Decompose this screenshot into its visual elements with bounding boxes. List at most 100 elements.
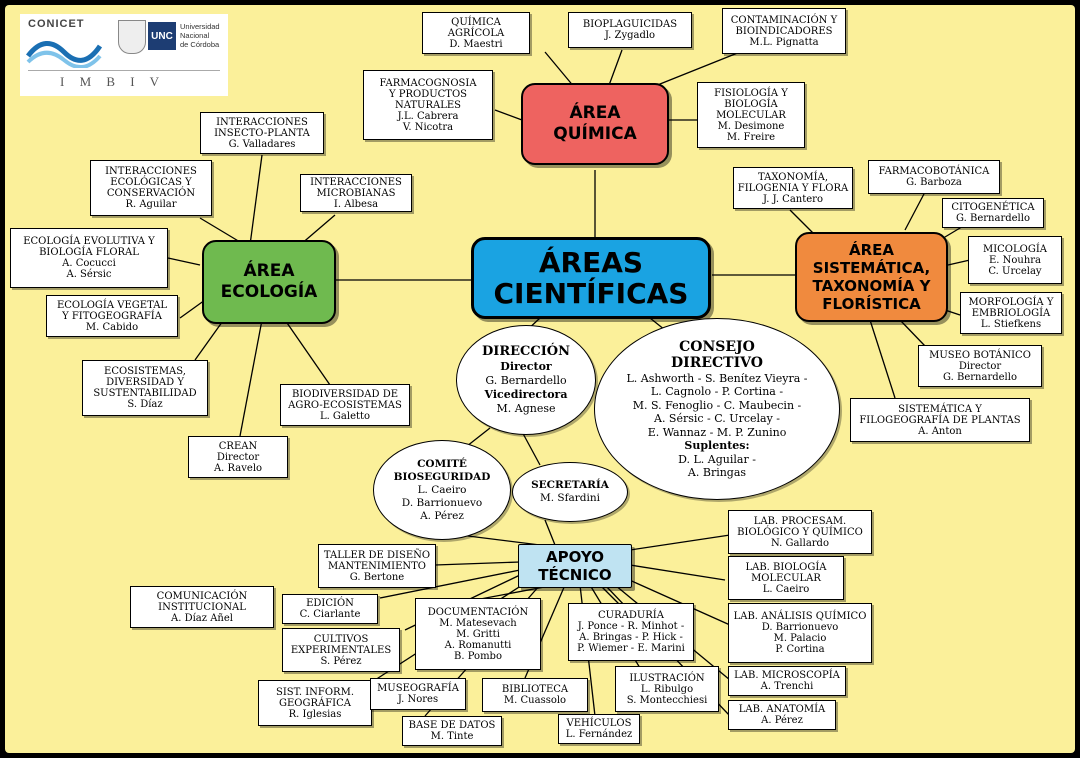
area-ecologia-node: ÁREA ECOLOGÍA: [202, 240, 336, 324]
person-name: G. Barboza: [906, 177, 962, 188]
unc-shield-icon: [118, 20, 146, 54]
institution-logo: CONICET UNC Universidad Nacional de Córd…: [20, 14, 228, 96]
member-line: A. Bringas: [687, 466, 747, 479]
group-title: CURADURÍA: [598, 610, 664, 621]
group-title: DIVERSIDAD Y: [106, 377, 184, 388]
group-title: COMUNICACIÓN: [156, 590, 248, 602]
group-title: MOLECULAR: [716, 109, 786, 121]
group-title: TAXONOMÍA,: [757, 171, 829, 183]
person-name: M. Desimone: [717, 120, 785, 132]
group-title: CITOGENÉTICA: [951, 202, 1035, 213]
area-label: TÉCNICO: [538, 566, 612, 584]
unc-name: Universidad Nacional de Córdoba: [180, 22, 220, 49]
group-title: ILUSTRACIÓN: [629, 672, 705, 684]
person-name: G. Bertone: [349, 571, 405, 583]
group-title: BIOPLAGUICIDAS: [582, 19, 678, 30]
ellipse-title: BIOSEGURIDAD: [393, 470, 491, 483]
person-name: L. Fernández: [565, 729, 633, 740]
ellipse-title: CONSEJO: [679, 338, 755, 355]
person-name: Director: [958, 360, 1002, 372]
group-title: SUSTENTABILIDAD: [93, 388, 197, 399]
person-name: L. Ribulgo: [640, 683, 694, 695]
area-label: SISTEMÁTICA,: [812, 259, 931, 277]
person-name: M. Tinte: [430, 731, 474, 742]
group-title: LAB. PROCESAM.: [753, 515, 847, 527]
person-name: A. Romanutti: [444, 639, 512, 651]
group-title: CREAN: [218, 440, 258, 452]
group-title: CONTAMINACIÓN Y: [730, 14, 838, 26]
group-title: CULTIVOS: [313, 633, 369, 645]
center-node: ÁREAS CIENTÍFICAS: [471, 237, 711, 319]
group-title: LAB. MICROSCOPÍA: [734, 670, 840, 681]
person-name: A. Díaz Añel: [171, 612, 233, 624]
person-name: M. Gritti: [456, 628, 500, 640]
person-name: N. Gallardo: [771, 537, 829, 549]
group-title: EXPERIMENTALES: [290, 644, 392, 656]
group-title: BIOLÓGICO Y QUÍMICO: [737, 526, 863, 538]
ellipse-title: DIRECCIÓN: [481, 344, 571, 359]
member-line: L. Ashworth - S. Benítez Vieyra -: [626, 371, 808, 385]
person-name: M. Freire: [726, 131, 776, 143]
group-title: BIOLOGÍA: [724, 98, 778, 110]
apoyo-tecnico-node: APOYO TÉCNICO: [518, 544, 632, 588]
group-title: AGRO-ECOSISTEMAS: [288, 399, 402, 411]
group-title: BASE DE DATOS: [408, 720, 496, 731]
person-name: A. Pérez: [761, 715, 803, 726]
person-name: A. Anton: [918, 425, 962, 437]
role-label: Suplentes:: [684, 439, 750, 452]
group-title: GEOGRÁFICA: [279, 697, 351, 709]
person-name: G. Bernardello: [943, 371, 1017, 383]
person-name: S. Montecchiesi: [626, 694, 708, 706]
group-title: Y FITOGEOGRAFÍA: [62, 310, 162, 322]
person-name: P. Wiemer - E. Marini: [577, 643, 685, 654]
person-name: E. Nouhra: [988, 254, 1042, 266]
group-title: MICOLOGÍA: [982, 243, 1048, 255]
person-name: J. J. Cantero: [763, 193, 823, 205]
group-title: QUÍMICA: [451, 16, 501, 28]
group-title: ECOLÓGICAS Y: [110, 177, 192, 188]
person-name: M.L. Pignatta: [749, 36, 819, 48]
consejo-directivo-ellipse: CONSEJO DIRECTIVO L. Ashworth - S. Benít…: [594, 318, 840, 500]
person-name: A. Trenchi: [760, 681, 814, 692]
group-title: MOLECULAR: [751, 572, 821, 584]
person-name: J. Zygadlo: [604, 30, 656, 41]
group-title: INSECTO-PLANTA: [214, 127, 310, 139]
person-name: M. Cabido: [85, 321, 139, 333]
person-name: S. Díaz: [127, 399, 163, 410]
group-title: CONSERVACIÓN: [106, 188, 196, 199]
group-title: MANTENIMIENTO: [328, 560, 426, 572]
group-title: FILOGENIA Y FLORA: [737, 182, 849, 194]
group-title: INTERACCIONES: [105, 166, 197, 177]
area-label: ÁREA: [243, 261, 295, 281]
group-title: FARMACOBOTÁNICA: [878, 166, 990, 177]
ellipse-title: DIRECTIVO: [671, 354, 763, 371]
unc-badge: UNC: [148, 22, 176, 50]
person-name: A. Cocucci: [62, 258, 116, 269]
group-title: BIOLOGÍA FLORAL: [39, 247, 139, 258]
unc-badge-label: UNC: [151, 30, 173, 42]
person-name: C. Ciarlante: [299, 609, 361, 620]
